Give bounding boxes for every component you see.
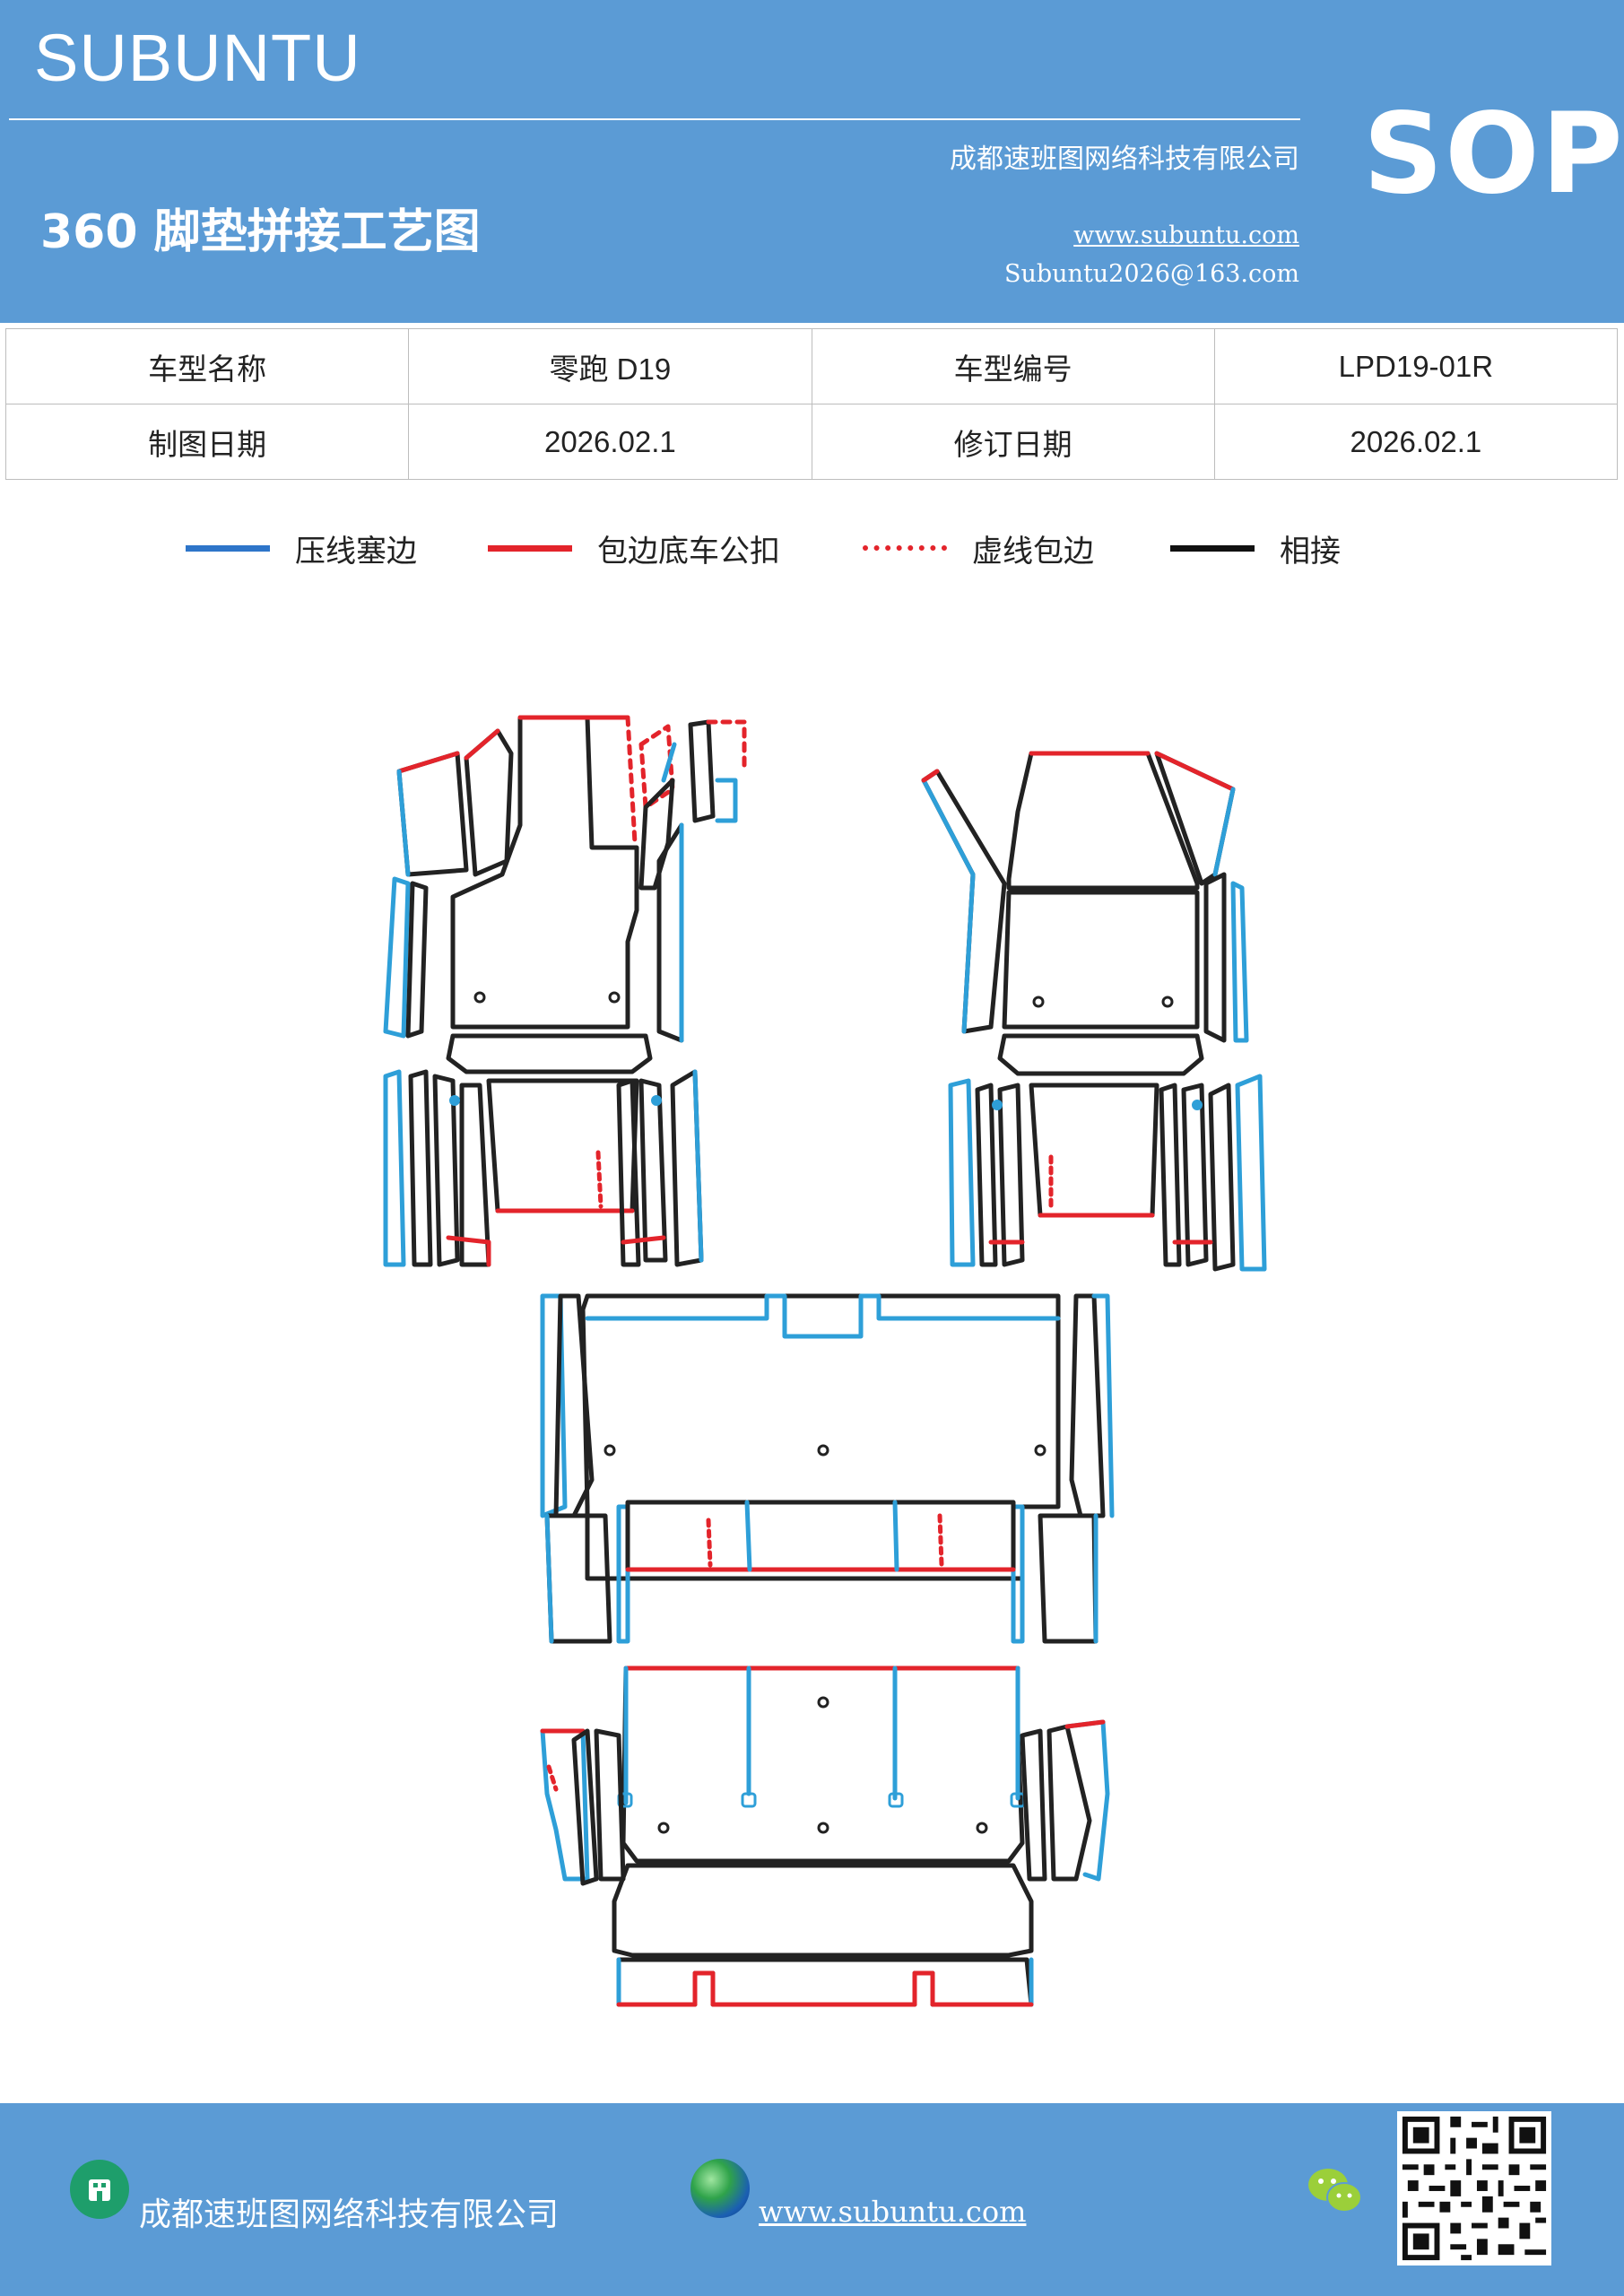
legend-item-joint: 相接 xyxy=(1170,523,1341,573)
draw-date-value: 2026.02.1 xyxy=(408,404,812,480)
header-website-link[interactable]: www.subuntu.com xyxy=(1073,222,1299,249)
model-code-value: LPD19-01R xyxy=(1213,328,1619,404)
legend-swatch-red-dotted xyxy=(863,545,947,551)
footer-website-link[interactable]: www.subuntu.com xyxy=(759,2195,1027,2229)
header-email: Subuntu2026@163.com xyxy=(1004,260,1299,288)
globe-icon xyxy=(690,2159,750,2218)
qr-code[interactable] xyxy=(1397,2111,1551,2266)
header-company: 成都速班图网络科技有限公司 xyxy=(950,144,1299,175)
model-name-value: 零跑 D19 xyxy=(408,328,812,404)
draw-date-label: 制图日期 xyxy=(4,404,410,480)
model-code-label: 车型编号 xyxy=(811,328,1215,404)
third-row-mat xyxy=(540,1665,1110,2007)
header-banner: SUBUNTU 成都速班图网络科技有限公司 360 脚垫拼接工艺图 www.su… xyxy=(0,0,1624,323)
vehicle-info-table: 车型名称 零跑 D19 车型编号 LPD19-01R 制图日期 2026.02.… xyxy=(4,328,1619,480)
building-icon xyxy=(70,2160,129,2219)
table-row: 制图日期 2026.02.1 修订日期 2026.02.1 xyxy=(4,404,1619,480)
model-name-label: 车型名称 xyxy=(4,328,410,404)
wechat-icon[interactable] xyxy=(1305,2163,1364,2217)
legend-label: 虚线包边 xyxy=(972,533,1094,570)
revise-date-value: 2026.02.1 xyxy=(1213,404,1619,480)
brand-logo: SUBUNTU xyxy=(34,21,361,95)
revise-date-label: 修订日期 xyxy=(811,404,1215,480)
second-row-mat xyxy=(540,1293,1115,1644)
front-right-mat xyxy=(921,751,1267,1272)
legend-swatch-black xyxy=(1170,544,1255,552)
legend-label: 压线塞边 xyxy=(295,533,417,570)
floor-mat-diagram xyxy=(383,715,1267,2007)
header-divider xyxy=(9,118,1300,120)
legend-swatch-red xyxy=(488,544,572,552)
sop-badge: SOP xyxy=(1363,90,1624,219)
footer-company: 成都速班图网络科技有限公司 xyxy=(139,2196,560,2233)
front-left-mat xyxy=(383,715,747,1267)
legend-label: 相接 xyxy=(1280,533,1341,570)
legend-item-edge-buckle: 包边底车公扣 xyxy=(488,523,780,573)
page-title: 360 脚垫拼接工艺图 xyxy=(40,205,481,259)
legend-label: 包边底车公扣 xyxy=(597,533,780,570)
legend-item-press-line: 压线塞边 xyxy=(186,523,417,573)
legend-item-dotted-edge: 虚线包边 xyxy=(863,523,1094,573)
legend-swatch-blue xyxy=(186,544,270,552)
table-row: 车型名称 零跑 D19 车型编号 LPD19-01R xyxy=(4,328,1619,404)
